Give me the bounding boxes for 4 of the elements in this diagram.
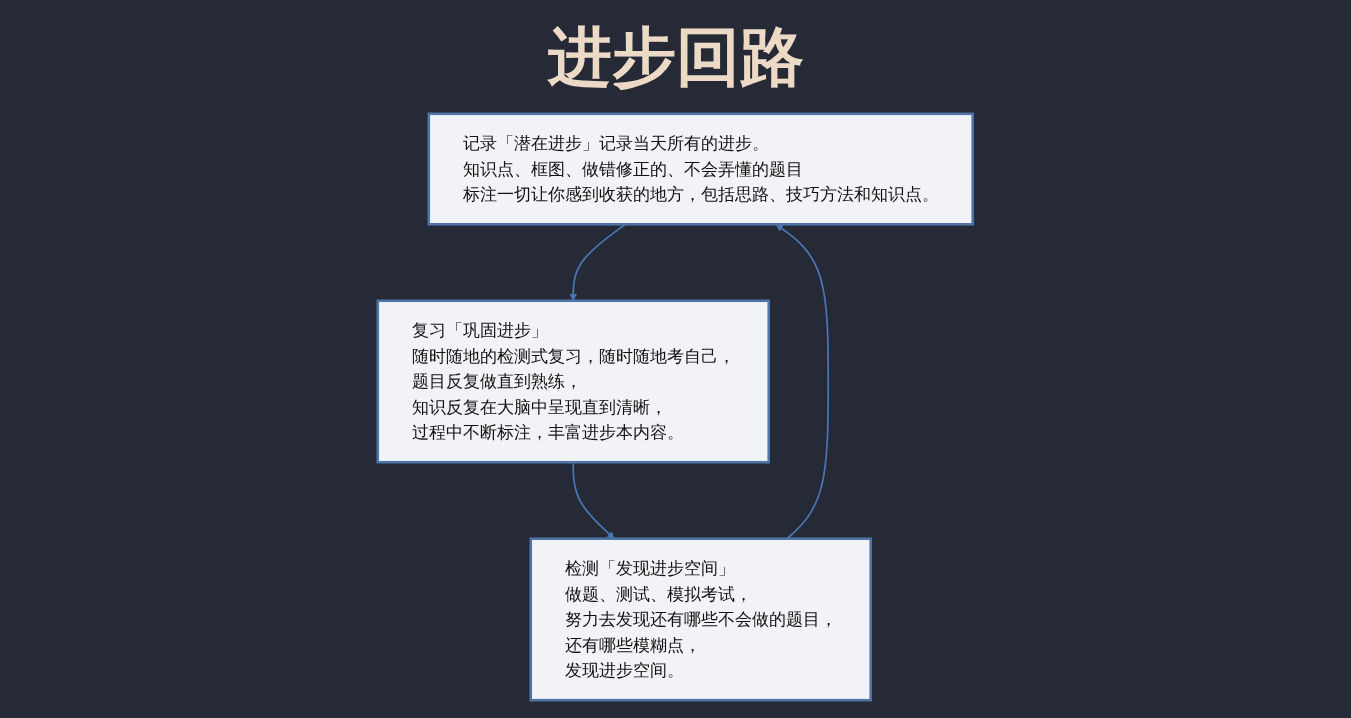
- node-box: 记录「潜在进步」记录当天所有的进步。 知识点、框图、做错修正的、不会弄懂的题目 标注一切让你感到收获的地方，包括思路、技巧方法和知识点。: [427, 112, 975, 226]
- diagram-title: 进步回路: [546, 19, 805, 96]
- node-box: 复习「巩固进步」 随时随地的检测式复习，随时随地考自己， 题目反复做直到熟练， 知识反复在大脑中呈现直到清晰， 过程中不断标注，丰富进步本内容。: [376, 299, 771, 464]
- node-box: 检测「发现进步空间」 做题、测试、模拟考试， 努力去发现还有哪些不会做的题目， 还有哪些模糊点， 发现进步空间。: [529, 537, 873, 702]
